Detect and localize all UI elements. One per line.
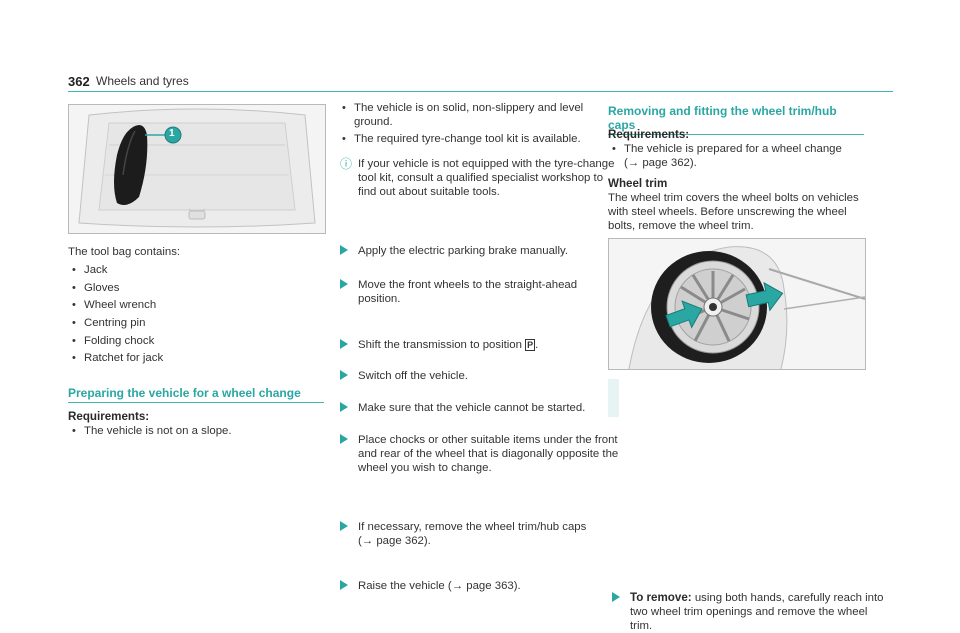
wheel-trim-heading: Removing and fitting the wheel trim/hub … — [608, 104, 864, 135]
tool-kit-note: ⓘ If your vehicle is not equipped with t… — [336, 157, 620, 199]
list-item: The vehicle is not on a slope. — [68, 424, 324, 438]
requirements-list-left: The vehicle is not on a slope. — [68, 424, 324, 441]
list-item: The required tyre-change tool kit is ava… — [338, 132, 596, 146]
page-reference[interactable]: (→ page 362). — [358, 535, 431, 547]
park-gear-icon: P — [525, 339, 536, 351]
step-arrow-icon — [340, 402, 348, 412]
figure-callout-1: 1 — [169, 128, 175, 139]
requirements-label: Requirements: — [68, 410, 150, 423]
step-arrow-icon — [340, 434, 348, 444]
step-raise: Raise the vehicle (→ page 363). — [336, 579, 620, 593]
step-transmission: Shift the transmission to position P. — [336, 338, 620, 352]
step-text: Raise the vehicle (→ page 363). — [358, 580, 521, 592]
step-arrow-icon — [340, 279, 348, 289]
list-item: Folding chock — [68, 334, 318, 348]
step-parking-brake: Apply the electric parking brake manuall… — [336, 244, 620, 258]
step-front-wheels: Move the front wheels to the straight-ah… — [336, 278, 620, 306]
requirements-label-right: Requirements: — [608, 128, 690, 141]
step-text: Shift the transmission to position — [358, 339, 522, 351]
step-chocks: Place chocks or other suitable items und… — [336, 433, 620, 475]
wheel-illustration — [609, 239, 865, 369]
step-arrow-icon — [340, 370, 348, 380]
step-arrow-icon — [612, 592, 620, 602]
section-title: Wheels and tyres — [96, 74, 189, 88]
step-text-end: . — [535, 339, 539, 351]
step-to-remove: To remove: using both hands, carefully r… — [608, 591, 892, 633]
step-text: Move the front wheels to the straight-ah… — [358, 279, 578, 305]
list-item: Wheel wrench — [68, 298, 318, 312]
info-icon: ⓘ — [340, 157, 353, 171]
step-arrow-icon — [340, 339, 348, 349]
step-text: Make sure that the vehicle cannot be sta… — [358, 402, 586, 414]
step-arrow-icon — [340, 580, 348, 590]
list-item: Centring pin — [68, 316, 318, 330]
requirements-list-right: The vehicle is prepared for a wheel chan… — [608, 142, 878, 173]
step-text: Switch off the vehicle. — [358, 370, 468, 382]
preparing-heading: Preparing the vehicle for a wheel change — [68, 386, 324, 403]
list-item: Ratchet for jack — [68, 351, 318, 365]
step-remove-trim: If necessary, remove the wheel trim/hub … — [336, 520, 620, 548]
list-item: Jack — [68, 263, 318, 277]
step-text: Place chocks or other suitable items und… — [358, 434, 619, 474]
note-text: If your vehicle is not equipped with the… — [358, 158, 615, 198]
step-arrow-icon — [340, 245, 348, 255]
step-label: To remove: — [630, 591, 692, 604]
page-number: 362 — [68, 74, 90, 89]
page-reference[interactable]: (→ page 362). — [624, 157, 697, 169]
step-text: Apply the electric parking brake manuall… — [358, 245, 568, 257]
list-item: Gloves — [68, 281, 318, 295]
requirements-list-middle: The vehicle is on solid, non-slippery an… — [338, 101, 596, 149]
header-rule — [68, 91, 893, 92]
requirement-text: The vehicle is prepared for a wheel chan… — [624, 143, 842, 155]
step-secure: Make sure that the vehicle cannot be sta… — [336, 401, 620, 415]
tool-bag-intro: The tool bag contains: — [68, 246, 181, 258]
step-text: If necessary, remove the wheel trim/hub … — [358, 521, 587, 533]
step-highlight-bar — [608, 379, 619, 417]
tool-bag-list: Jack Gloves Wheel wrench Centring pin Fo… — [68, 263, 318, 369]
list-item: The vehicle is on solid, non-slippery an… — [338, 101, 596, 129]
step-switch-off: Switch off the vehicle. — [336, 369, 620, 383]
list-item: The vehicle is prepared for a wheel chan… — [608, 142, 878, 170]
trunk-illustration — [69, 105, 325, 233]
wheel-figure — [608, 238, 866, 370]
step-arrow-icon — [340, 521, 348, 531]
trunk-figure: 1 — [68, 104, 326, 234]
wheel-trim-paragraph: The wheel trim covers the wheel bolts on… — [608, 192, 859, 232]
wheel-trim-subheading: Wheel trim — [608, 177, 668, 190]
